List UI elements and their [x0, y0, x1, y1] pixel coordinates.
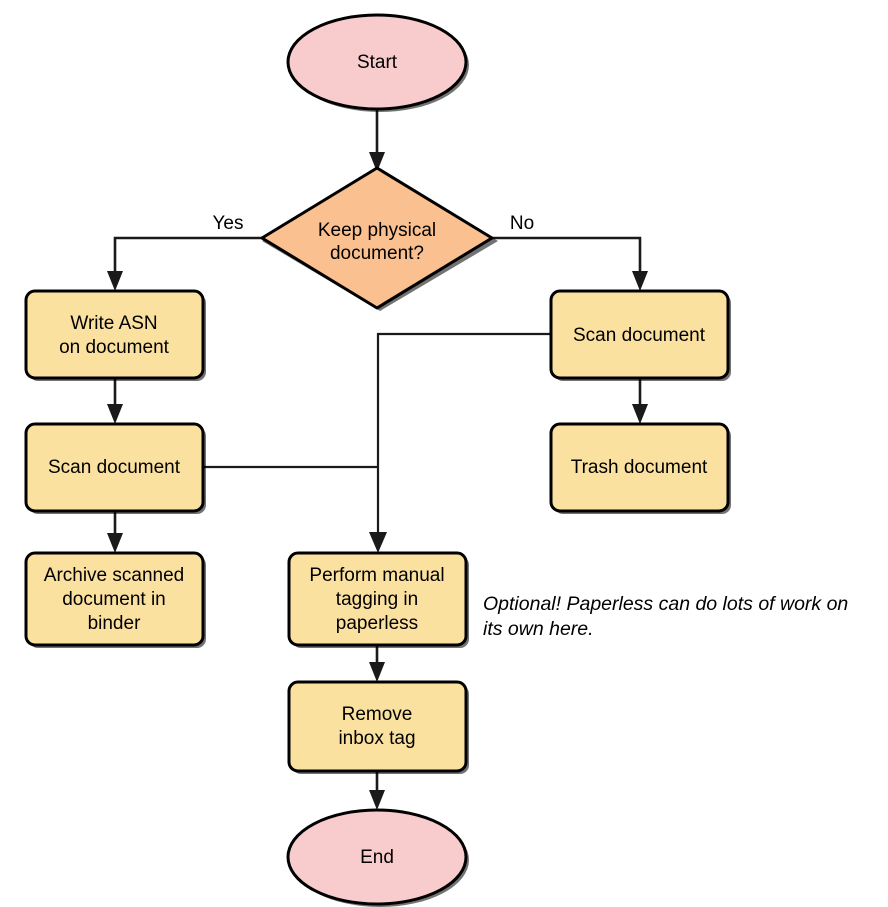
- edge-scan-right-to-tagging: [376, 332, 551, 541]
- tagging-label-line3: paperless: [336, 613, 418, 634]
- trash-document-label: Trash document: [571, 457, 708, 478]
- edge-labels-layer: Yes No: [213, 213, 535, 234]
- node-scan-document-left[interactable]: Scan document: [24, 422, 206, 514]
- node-remove-inbox-tag[interactable]: Remove inbox tag: [287, 680, 469, 774]
- decision-label-line2: document?: [330, 243, 424, 264]
- nodes-layer: Start Keep physical document? Write ASN …: [24, 13, 731, 907]
- write-asn-label-line1: Write ASN: [70, 313, 157, 334]
- tagging-rect[interactable]: [287, 551, 468, 647]
- write-asn-rect[interactable]: [24, 289, 205, 380]
- scan-document-left-rect[interactable]: [24, 422, 205, 513]
- remove-inbox-label-line1: Remove: [342, 704, 413, 725]
- node-end[interactable]: End: [286, 808, 469, 907]
- write-asn-label-line2: on document: [59, 337, 170, 358]
- edge-write-asn-to-scan: [107, 378, 123, 424]
- edge-decision-no: [492, 236, 648, 291]
- edge-scan-to-archive: [107, 511, 123, 553]
- edge-tagging-to-remove-inbox: [369, 645, 385, 682]
- edge-decision-yes: [107, 236, 262, 291]
- edge-trunk-arrow: [369, 532, 387, 553]
- node-trash-document[interactable]: Trash document: [549, 422, 731, 514]
- remove-inbox-tag-rect[interactable]: [287, 680, 468, 773]
- optional-note-line1: Optional! Paperless can do lots of work …: [483, 593, 848, 615]
- decision-label-line1: Keep physical: [318, 220, 436, 241]
- edge-start-to-decision: [369, 110, 385, 172]
- decision-diamond[interactable]: [260, 166, 494, 310]
- remove-inbox-label-line2: inbox tag: [338, 728, 415, 749]
- node-start[interactable]: Start: [286, 13, 469, 112]
- scan-document-right-rect[interactable]: [549, 289, 730, 380]
- node-decision-keep-physical-document[interactable]: Keep physical document?: [260, 166, 498, 311]
- edge-scan-right-to-trash: [632, 378, 648, 424]
- edge-remove-inbox-to-end: [369, 771, 385, 810]
- archive-label-line2: document in: [62, 589, 166, 610]
- node-archive-scanned-document[interactable]: Archive scanned document in binder: [24, 551, 206, 648]
- node-perform-manual-tagging[interactable]: Perform manual tagging in paperless: [287, 551, 469, 648]
- scan-document-left-label: Scan document: [48, 457, 181, 478]
- scan-document-right-label: Scan document: [573, 325, 706, 346]
- edges-layer: [107, 110, 648, 810]
- edge-label-no: No: [510, 213, 534, 234]
- end-ellipse[interactable]: [286, 808, 468, 906]
- archive-rect[interactable]: [24, 551, 205, 647]
- node-scan-document-right[interactable]: Scan document: [549, 289, 731, 381]
- optional-note-line2: its own here.: [483, 618, 594, 640]
- optional-note: Optional! Paperless can do lots of work …: [483, 593, 848, 640]
- trash-document-rect[interactable]: [549, 422, 730, 513]
- start-label: Start: [357, 52, 398, 73]
- tagging-label-line2: tagging in: [336, 589, 418, 610]
- tagging-label-line1: Perform manual: [309, 565, 444, 586]
- archive-label-line3: binder: [88, 613, 141, 634]
- edge-label-yes: Yes: [213, 213, 244, 234]
- archive-label-line1: Archive scanned: [44, 565, 184, 586]
- start-ellipse[interactable]: [286, 13, 468, 111]
- node-write-asn[interactable]: Write ASN on document: [24, 289, 206, 381]
- end-label: End: [360, 847, 394, 868]
